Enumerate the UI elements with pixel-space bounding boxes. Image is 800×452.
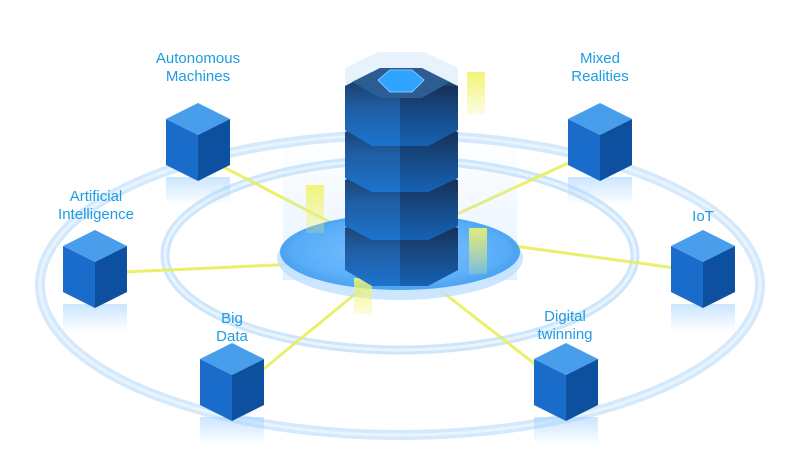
label-autonomous-machines: Autonomous Machines bbox=[155, 50, 241, 85]
cube-autonomous-machines bbox=[166, 103, 230, 205]
cube-mixed-realities bbox=[568, 103, 632, 205]
label-artificial-intelligence: Artificial Intelligence bbox=[58, 188, 134, 223]
connector-digital bbox=[439, 288, 541, 370]
label-mixed-realities: Mixed Realities bbox=[571, 50, 629, 85]
cube-iot bbox=[671, 230, 735, 332]
label-big-data: Big Data bbox=[216, 310, 248, 345]
connector-bigdata bbox=[259, 288, 361, 374]
label-iot: IoT bbox=[692, 208, 714, 225]
yellow-bars bbox=[306, 72, 487, 314]
central-tower bbox=[345, 52, 458, 286]
cube-digital-twinning bbox=[534, 343, 598, 445]
label-digital-twinning: Digital twinning bbox=[537, 308, 593, 343]
cube-big-data bbox=[200, 343, 264, 445]
cube-artificial-intelligence bbox=[63, 230, 127, 332]
tower-cap bbox=[377, 69, 425, 93]
